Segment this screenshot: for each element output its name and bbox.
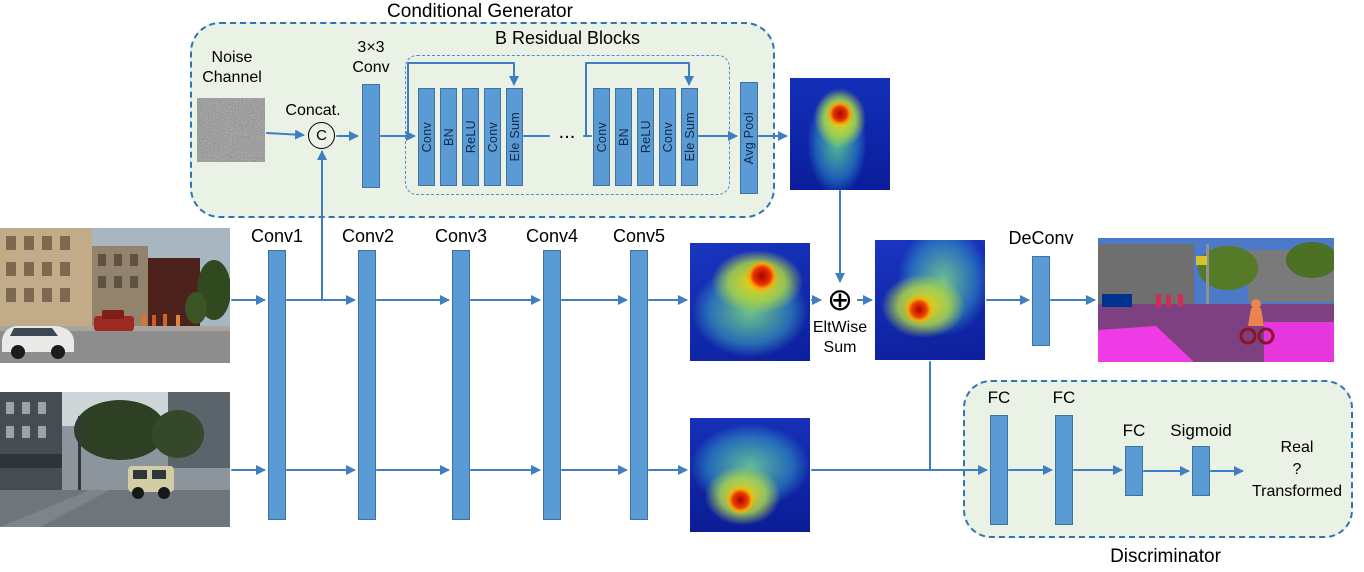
sigmoid-bar xyxy=(1192,446,1210,496)
fused-feature-heatmap xyxy=(875,240,985,360)
conv1-label: Conv1 xyxy=(250,226,304,246)
fc2-label: FC xyxy=(1052,388,1076,407)
concat-symbol: C xyxy=(308,122,335,149)
target-street-image xyxy=(0,392,230,527)
generator-attention-heatmap xyxy=(790,78,890,190)
fc3-label: FC xyxy=(1122,421,1146,440)
concat-label: Concat. xyxy=(285,102,341,119)
avg-pool-bar: Avg Pool xyxy=(740,82,758,194)
noise-channel-label: Noise Channel xyxy=(202,49,262,86)
fc1-label: FC xyxy=(987,388,1011,407)
eltwise-sum-symbol: ⊕ xyxy=(827,282,853,317)
conv3x3-bar xyxy=(362,84,380,188)
deconv-bar xyxy=(1032,256,1050,346)
conv3-label: Conv3 xyxy=(434,226,488,246)
noise-channel-image xyxy=(197,98,265,162)
target-feature-heatmap xyxy=(690,418,810,532)
residual-blocks-box xyxy=(405,55,730,195)
res-block2-relu-bar: ReLU xyxy=(637,88,654,186)
generator-title: Conditional Generator xyxy=(387,1,573,22)
res-block1-conv2-bar: Conv xyxy=(484,88,501,186)
conv1-bar xyxy=(268,250,286,520)
res-block2-elesum-bar: Ele Sum xyxy=(681,88,698,186)
conv5-bar xyxy=(630,250,648,520)
res-block2-bn-bar: BN xyxy=(615,88,632,186)
segmentation-output-image xyxy=(1098,238,1334,362)
conv3-bar xyxy=(452,250,470,520)
residual-blocks-title: B Residual Blocks xyxy=(494,28,641,48)
source-feature-heatmap xyxy=(690,243,810,361)
discriminator-box xyxy=(963,380,1353,538)
conv2-label: Conv2 xyxy=(341,226,395,246)
deconv-label: DeConv xyxy=(1008,228,1074,248)
conv5-label: Conv5 xyxy=(612,226,666,246)
fc1-bar xyxy=(990,415,1008,525)
source-street-image xyxy=(0,228,230,363)
residual-ellipsis: ... xyxy=(558,121,576,143)
fc3-bar xyxy=(1125,446,1143,496)
sigmoid-label: Sigmoid xyxy=(1170,421,1232,440)
res-block2-conv2-bar: Conv xyxy=(659,88,676,186)
conv4-bar xyxy=(543,250,561,520)
discriminator-title: Discriminator xyxy=(1110,546,1221,567)
res-block1-bn-bar: BN xyxy=(440,88,457,186)
res-block1-relu-bar: ReLU xyxy=(462,88,479,186)
conv2-bar xyxy=(358,250,376,520)
discriminator-output-label: Real ? Transformed xyxy=(1251,439,1343,500)
res-block1-conv1-bar: Conv xyxy=(418,88,435,186)
conv3x3-label: 3×3 Conv xyxy=(352,39,390,76)
fc2-bar xyxy=(1055,415,1073,525)
res-block2-conv1-bar: Conv xyxy=(593,88,610,186)
res-block1-elesum-bar: Ele Sum xyxy=(506,88,523,186)
conv4-label: Conv4 xyxy=(525,226,579,246)
eltwise-sum-label: EltWise Sum xyxy=(812,319,868,356)
